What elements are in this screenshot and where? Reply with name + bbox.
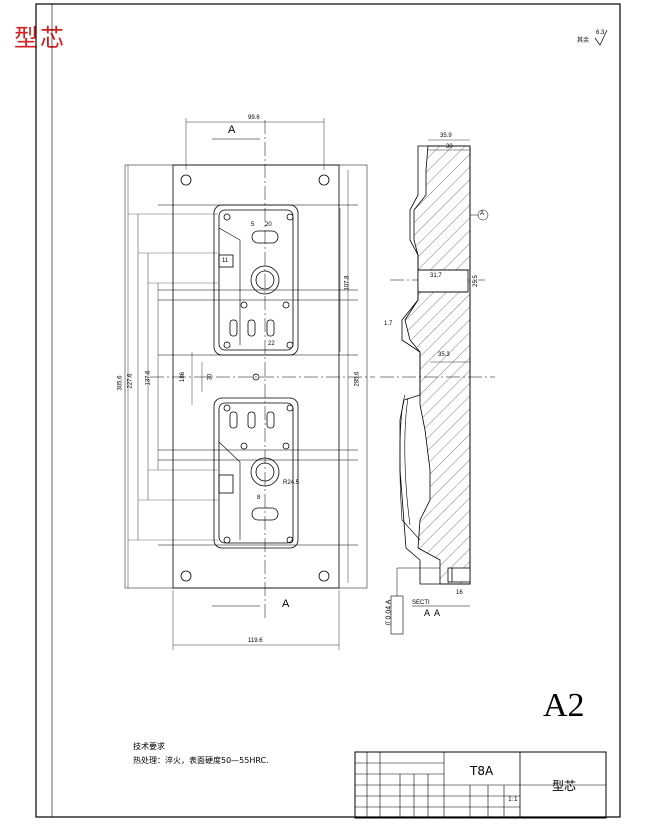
dim-right-width: 35.9 bbox=[440, 133, 452, 139]
dim-d2: 30 bbox=[207, 373, 214, 381]
section-view bbox=[380, 139, 495, 635]
title-block-scale: 1:1 bbox=[508, 796, 518, 803]
dim-overall-height: 305.6 bbox=[117, 375, 124, 391]
surface-finish-symbol: 6.3 其余 bbox=[577, 29, 608, 46]
title-block-material: T8A bbox=[470, 764, 494, 778]
dim-top-width: 99.6 bbox=[248, 115, 260, 121]
dim-inner-height-1: 227.6 bbox=[127, 373, 134, 389]
section-mark-top: A bbox=[228, 124, 236, 136]
dim-cavity-height: 107.8 bbox=[344, 275, 351, 291]
dim-pocket-5: 5 bbox=[251, 222, 255, 228]
corner-title: 型芯 bbox=[14, 26, 66, 52]
dim-pocket-20: 20 bbox=[265, 222, 272, 228]
section-caption: A A bbox=[424, 608, 441, 618]
dim-pocket-8: 8 bbox=[257, 495, 261, 501]
dim-section-depth: 35.3 bbox=[438, 352, 450, 358]
svg-text:其余: 其余 bbox=[577, 36, 589, 44]
title-block bbox=[354, 751, 607, 819]
dim-offset: 1.7 bbox=[384, 321, 393, 327]
dim-radius: R24.5 bbox=[283, 480, 300, 486]
surface-finish-value: 6.3 bbox=[596, 30, 605, 36]
dim-hole-depth: 31.7 bbox=[430, 273, 442, 279]
dim-pocket-11: 11 bbox=[222, 258, 229, 264]
section-caption-prefix: SECTI bbox=[412, 600, 430, 606]
dim-d1: 186 bbox=[180, 371, 187, 383]
datum-label: A bbox=[480, 211, 485, 217]
notes-heading: 技术要求 bbox=[133, 742, 165, 751]
dim-pocket-22: 22 bbox=[268, 341, 275, 347]
sheet-size: A2 bbox=[543, 687, 585, 724]
front-view bbox=[124, 118, 375, 650]
dim-hole-dia: 25.5 bbox=[472, 275, 479, 287]
outer-frame bbox=[35, 3, 621, 818]
dim-small-16: 16 bbox=[456, 590, 463, 596]
inner-frame bbox=[51, 3, 621, 818]
dim-right-inner: 30 bbox=[446, 144, 453, 150]
section-mark-bottom: A bbox=[282, 598, 290, 610]
dim-inner-height-2: 137.6 bbox=[145, 370, 152, 386]
technical-notes: 技术要求 热处理：淬火，表面硬度50—55HRC. bbox=[133, 740, 269, 768]
tolerance-frame: // 0.04 A bbox=[385, 599, 393, 626]
title-block-part-name: 型芯 bbox=[552, 779, 577, 793]
notes-line-1: 热处理：淬火，表面硬度50—55HRC. bbox=[133, 756, 269, 765]
dim-right-height: 285.6 bbox=[354, 371, 361, 387]
dim-bottom-width: 119.6 bbox=[248, 638, 263, 644]
